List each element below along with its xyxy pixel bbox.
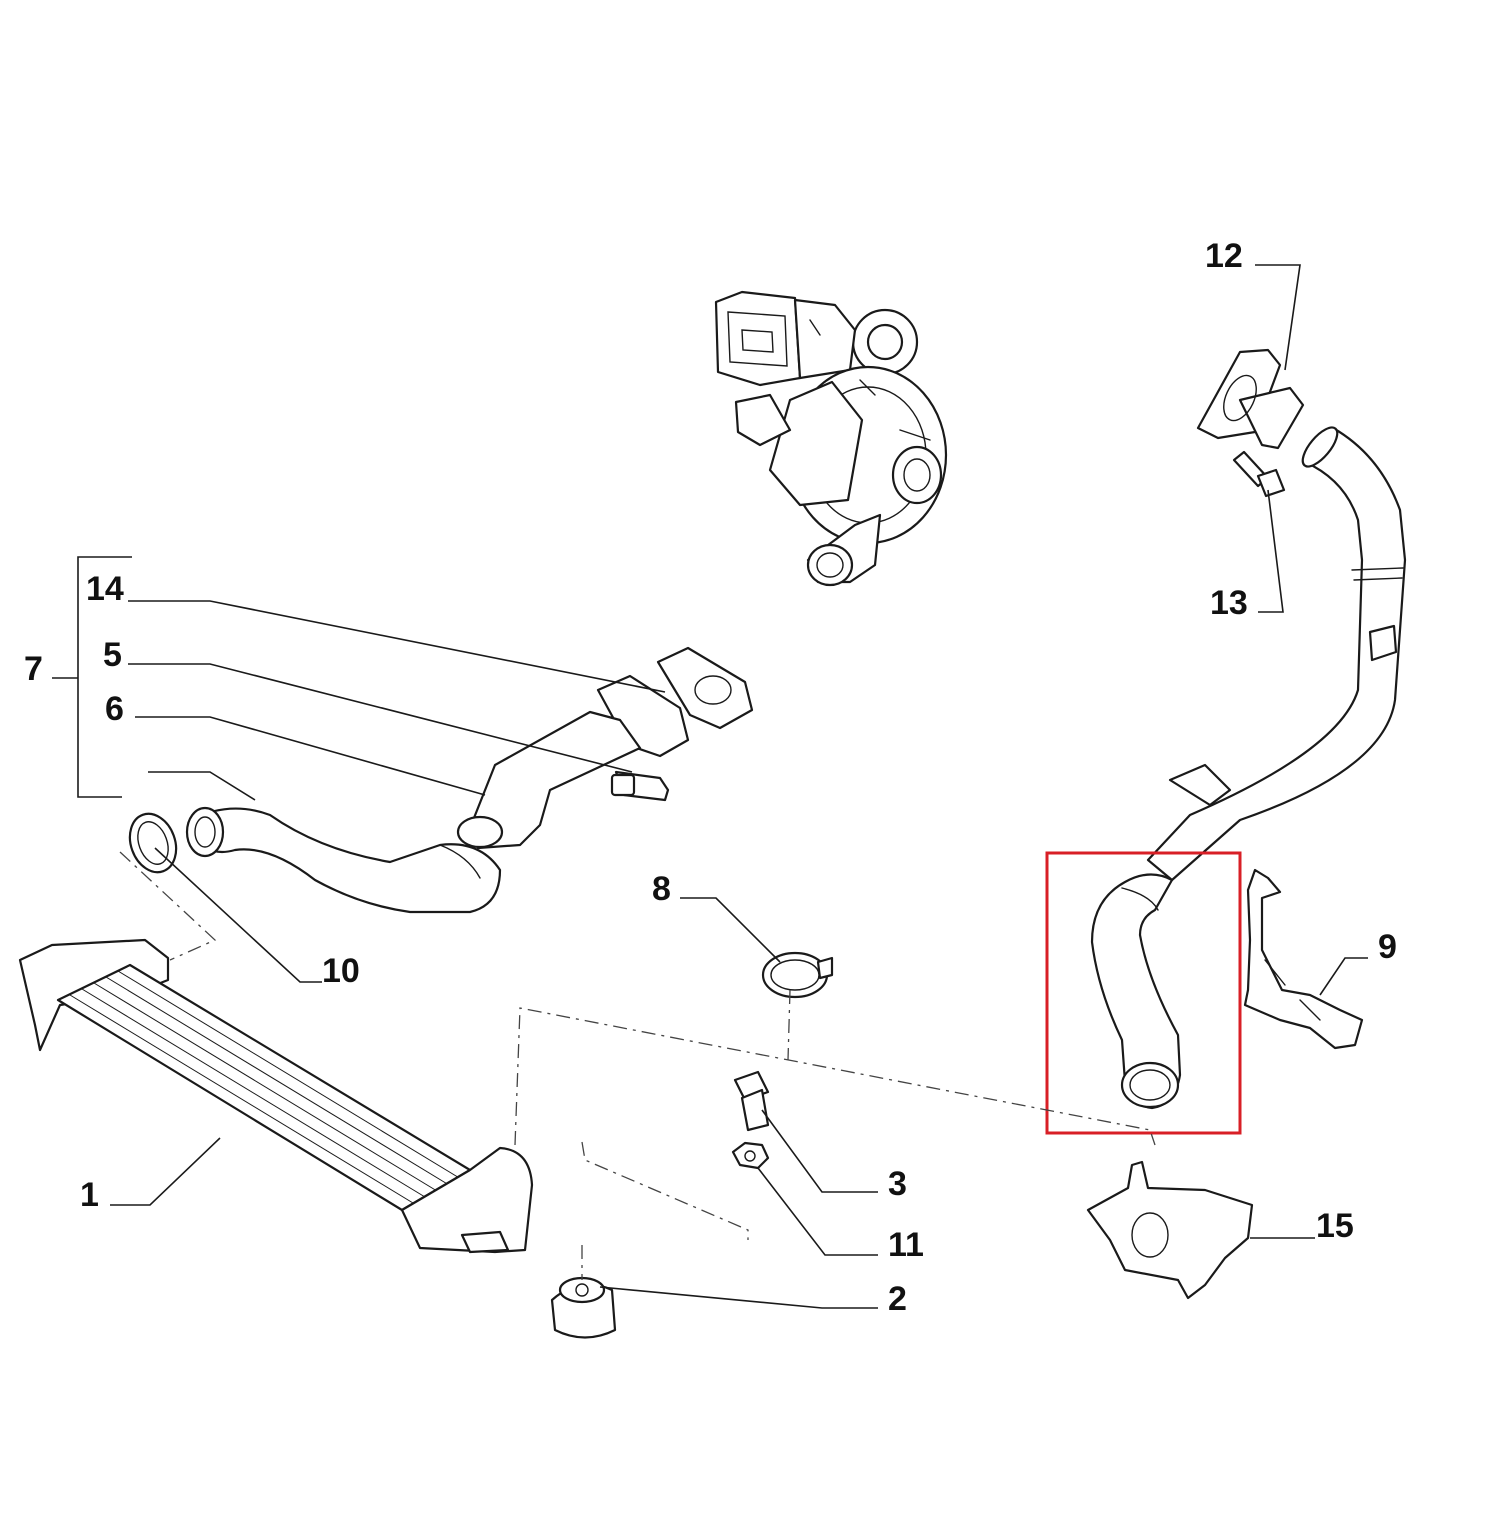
- flange-12: [1196, 348, 1305, 450]
- callout-labels: 1 2 3 5 6 7 8 9 10 11 12 13 14 15: [24, 237, 1397, 1318]
- dashed-guides: [119, 851, 1156, 1280]
- callout-5: 5: [103, 636, 122, 674]
- pipe-assembly-7: [456, 646, 754, 850]
- bracket-9: [1243, 868, 1364, 1050]
- mount-2: [550, 1276, 617, 1339]
- callout-1: 1: [80, 1176, 99, 1214]
- callout-13: 13: [1210, 584, 1248, 622]
- callout-10: 10: [322, 952, 360, 990]
- callout-3: 3: [888, 1165, 907, 1203]
- turbocharger: [714, 290, 948, 587]
- callout-11: 11: [888, 1226, 924, 1264]
- callout-2: 2: [888, 1280, 907, 1318]
- callout-14: 14: [86, 570, 124, 608]
- nut-11: [731, 1141, 770, 1170]
- callout-9: 9: [1378, 928, 1397, 966]
- callout-7: 7: [24, 650, 43, 688]
- hose-6: [185, 806, 502, 914]
- leader-lines: [52, 264, 1368, 1309]
- callout-8: 8: [652, 870, 671, 908]
- bracket-15: [1086, 1160, 1254, 1300]
- callout-12: 12: [1205, 237, 1243, 275]
- clamp-8: [761, 951, 834, 999]
- highlighted-hose: [1090, 873, 1182, 1110]
- bolt-13: [1232, 450, 1286, 498]
- callout-6: 6: [105, 690, 124, 728]
- highlight-box: [1045, 851, 1242, 1135]
- clamp-10: [128, 812, 178, 874]
- bolt-3: [733, 1070, 770, 1132]
- callout-15: 15: [1316, 1207, 1354, 1245]
- intercooler-1: [18, 938, 534, 1254]
- pipe-upper-right: [1146, 426, 1407, 882]
